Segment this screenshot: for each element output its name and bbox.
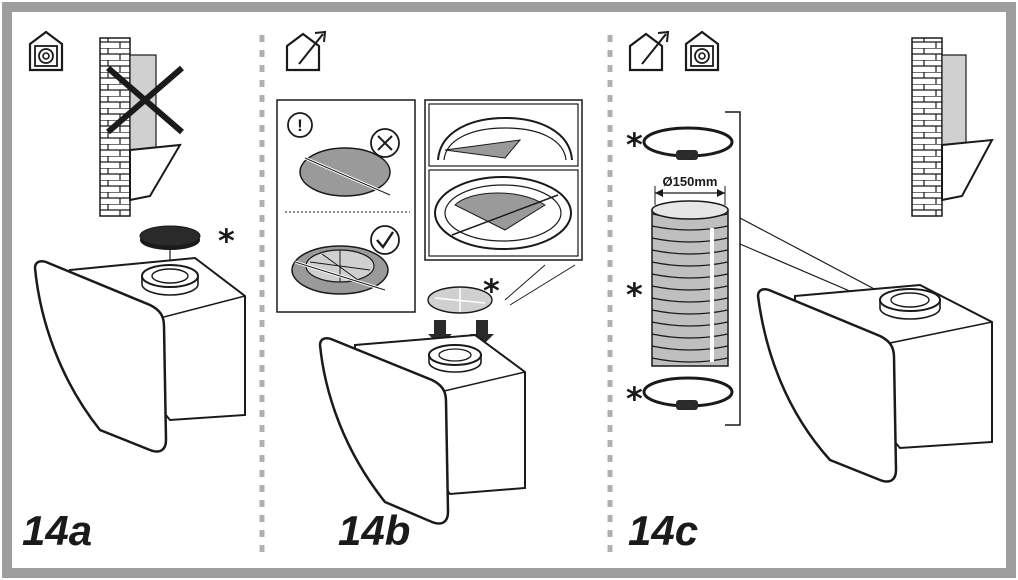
extraction-house-icon	[628, 30, 670, 72]
hood-14b	[318, 333, 526, 525]
wall-mounted-hood	[911, 37, 994, 217]
check-icon	[370, 225, 400, 255]
panel-14b: !	[276, 30, 583, 554]
asterisk-marker-clamp-top: *	[626, 126, 643, 164]
recirculation-house-icon	[28, 30, 64, 72]
carbon-filter	[139, 225, 201, 268]
leader-line	[739, 217, 881, 293]
recirculation-house-icon	[684, 30, 720, 72]
damper-disk	[427, 286, 493, 314]
detail-views	[424, 99, 583, 306]
hood-14c	[756, 283, 993, 483]
asterisk-marker: *	[218, 222, 235, 260]
diameter-dimension: Ø150mm	[654, 174, 726, 205]
cross-circle-icon	[370, 128, 400, 158]
svg-text:!: !	[297, 116, 303, 135]
asterisk-marker-duct: *	[626, 276, 643, 314]
panel-14a: * 14a	[22, 30, 246, 554]
warning-icon: !	[287, 112, 313, 138]
hood-14a	[33, 256, 246, 453]
panel-label-14c: 14c	[628, 507, 698, 554]
asterisk-marker-clamp-bottom: *	[626, 380, 643, 418]
hose-clamp-top	[642, 126, 734, 160]
filter-orientation-box: !	[276, 99, 416, 313]
flexible-duct	[651, 200, 729, 367]
panel-label-14b: 14b	[338, 507, 410, 554]
kit-bracket	[725, 111, 741, 426]
hose-clamp-bottom	[642, 376, 734, 410]
asterisk-marker-14b: *	[483, 272, 500, 310]
extraction-house-icon	[285, 30, 327, 72]
wall-mounted-hood-crossed	[99, 37, 184, 217]
panel-14c: * Ø150mm *	[626, 30, 994, 554]
duct-diameter-label: Ø150mm	[663, 174, 718, 189]
panel-label-14a: 14a	[22, 507, 92, 554]
